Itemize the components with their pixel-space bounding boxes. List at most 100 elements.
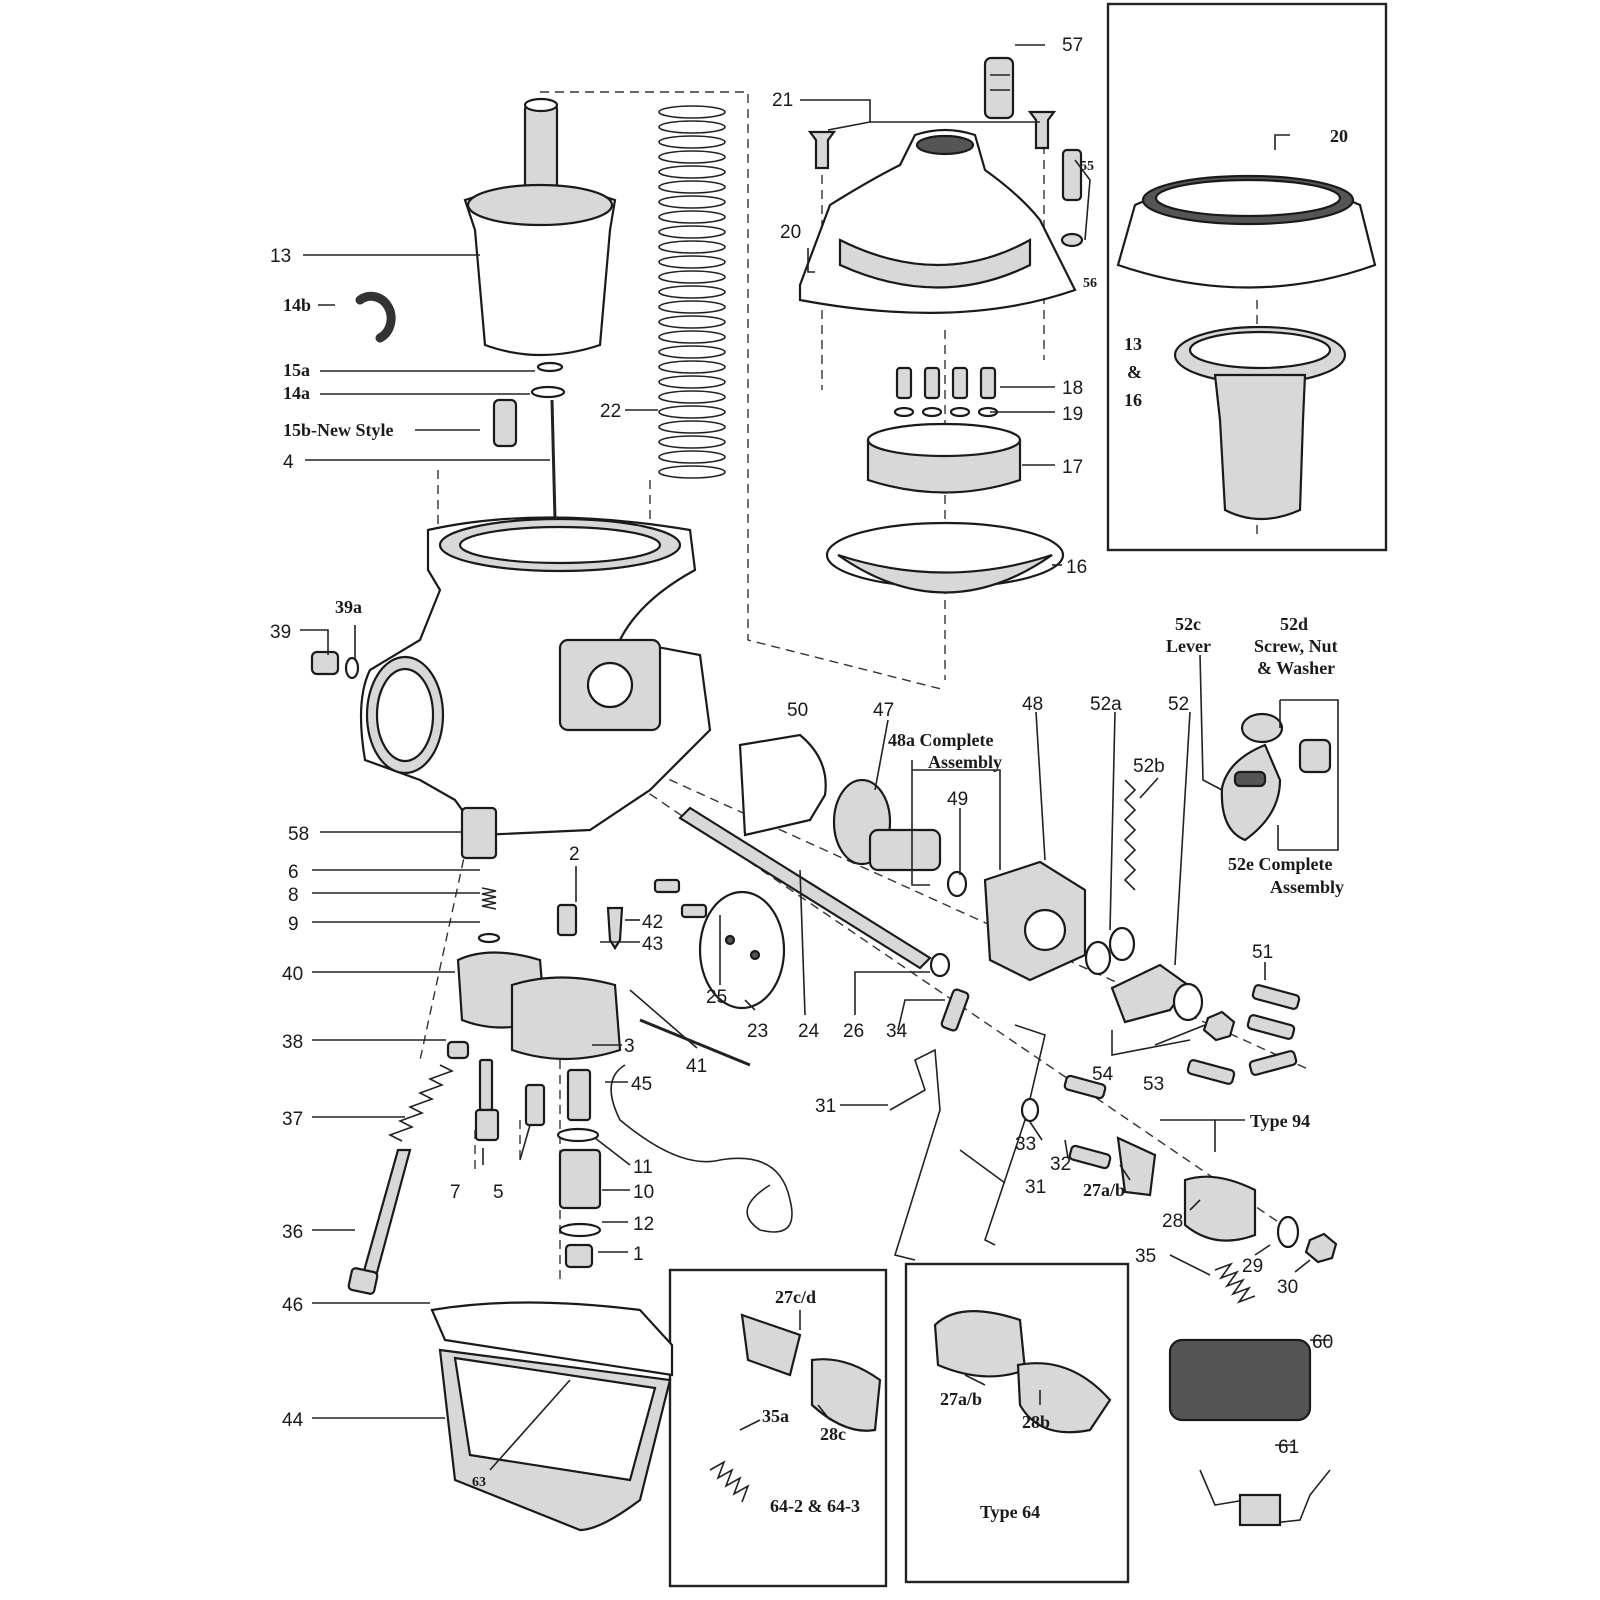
part-33-32-icon	[1020, 1074, 1112, 1170]
label-42: 42	[642, 912, 663, 933]
label-52d: 52d	[1280, 614, 1308, 634]
label-64-2-64-3: 64-2 & 64-3	[770, 1496, 860, 1516]
label-type94: Type 94	[1250, 1111, 1310, 1131]
label-32: 32	[1050, 1154, 1071, 1175]
part-15a-14a-icon	[530, 361, 566, 399]
label-28b: 28b	[1022, 1412, 1050, 1432]
label-55: 55	[1080, 159, 1094, 174]
label-type64: Type 64	[980, 1502, 1040, 1522]
label-2: 2	[569, 844, 580, 865]
label-51: 51	[1252, 942, 1273, 963]
inset-box-type64	[904, 1262, 1130, 1584]
label-13-inset: 13	[1124, 334, 1142, 354]
part-50-gasket-icon	[738, 733, 827, 837]
label-43: 43	[642, 934, 663, 955]
part-17-ring-icon	[866, 422, 1022, 494]
inset-part-13-16-icon	[1173, 325, 1347, 520]
part-52d-icon	[1240, 712, 1332, 774]
label-15b: 15b-New Style	[283, 420, 394, 440]
label-20-top: 20	[780, 222, 801, 243]
label-24: 24	[798, 1021, 820, 1042]
label-53: 53	[1143, 1074, 1164, 1095]
part-57-icon	[983, 56, 1015, 120]
label-3: 3	[624, 1036, 635, 1057]
inset-box-64-2	[668, 1268, 888, 1588]
inset-type64-parts-icon	[933, 1310, 1112, 1434]
label-39a: 39a	[335, 597, 362, 617]
part-11-oring-icon	[556, 1127, 600, 1143]
label-49: 49	[947, 789, 968, 810]
part-18-screws-icon	[895, 366, 997, 400]
part-25-screws-icon	[653, 878, 708, 919]
label-28c: 28c	[820, 1424, 846, 1444]
label-35: 35	[1135, 1246, 1156, 1267]
part-54-53-icon	[1172, 982, 1236, 1042]
part-58-icon	[460, 806, 498, 860]
label-4: 4	[283, 452, 294, 473]
label-52d-washer: & Washer	[1257, 658, 1335, 678]
part-52b-spring-icon	[1123, 779, 1137, 891]
part-14b-clip-icon	[355, 291, 396, 343]
part-51-screws-icon	[1186, 984, 1301, 1085]
part-49-oring-icon	[946, 870, 968, 898]
label-25: 25	[706, 987, 727, 1008]
part-12-washer-icon	[558, 1222, 602, 1238]
part-60-filter-icon	[1168, 1338, 1312, 1422]
label-27ab: 27a/b	[1083, 1180, 1125, 1200]
label-47: 47	[873, 700, 894, 721]
label-20-inset: 20	[1330, 126, 1348, 146]
part-16-diaphragm-icon	[825, 521, 1065, 594]
part-3-jet-icon	[566, 1068, 592, 1122]
part-46-gasket-icon	[430, 1301, 674, 1377]
label-18: 18	[1062, 378, 1083, 399]
label-60: 60	[1312, 1332, 1333, 1353]
label-12: 12	[633, 1214, 654, 1235]
inset-64-2-parts-icon	[709, 1313, 882, 1503]
part-10-holder-icon	[558, 1148, 602, 1210]
part-23-disc-icon	[698, 890, 786, 1010]
label-46: 46	[282, 1295, 303, 1316]
part-9-washer-icon	[477, 932, 501, 944]
part-42-needle-valve-icon	[606, 906, 624, 951]
part-34-icon	[940, 988, 970, 1032]
label-16-inset: 16	[1124, 390, 1142, 410]
part-5-jet-icon	[524, 1083, 546, 1127]
part-45-wire-icon	[610, 1064, 793, 1233]
label-14b: 14b	[283, 295, 311, 315]
label-52e-assembly: Assembly	[1270, 877, 1344, 897]
part-24-shaft-icon	[678, 806, 951, 978]
label-52a: 52a	[1090, 694, 1122, 715]
leader-lines	[300, 44, 1339, 1471]
part-31-lever-left-icon	[889, 1048, 941, 1261]
label-57: 57	[1062, 35, 1083, 56]
label-31-left: 31	[815, 1096, 836, 1117]
part-21-screws-icon	[807, 110, 1057, 170]
part-61-clip-icon	[1199, 1469, 1331, 1527]
part-15b-icon	[492, 398, 518, 448]
label-13: 13	[270, 246, 291, 267]
inset-box-diaphragm	[1106, 2, 1388, 552]
part-39-screw-icon	[310, 650, 360, 680]
part-48-housing-icon	[983, 860, 1087, 982]
label-27cd: 27c/d	[775, 1287, 816, 1307]
label-61: 61	[1278, 1437, 1299, 1458]
part-1-plug-icon	[564, 1243, 594, 1269]
label-19: 19	[1062, 404, 1083, 425]
label-52c: 52c	[1175, 614, 1201, 634]
label-52d-screw-nut: Screw, Nut	[1254, 636, 1338, 656]
part-7-jet-icon	[474, 1058, 500, 1142]
part-22-spring-icon	[658, 105, 726, 479]
label-38: 38	[282, 1032, 303, 1053]
part-carb-body-icon	[359, 516, 712, 837]
label-31-right: 31	[1025, 1177, 1046, 1198]
label-48a: 48a Complete	[888, 730, 993, 750]
label-10: 10	[633, 1182, 654, 1203]
part-35-spring-icon	[1214, 1262, 1256, 1304]
part-8-spring-icon	[481, 887, 497, 910]
label-41: 41	[686, 1056, 707, 1077]
part-19-washers-icon	[893, 406, 999, 418]
label-22: 22	[600, 401, 621, 422]
label-52c-lever: Lever	[1166, 636, 1211, 656]
label-14a: 14a	[283, 383, 310, 403]
